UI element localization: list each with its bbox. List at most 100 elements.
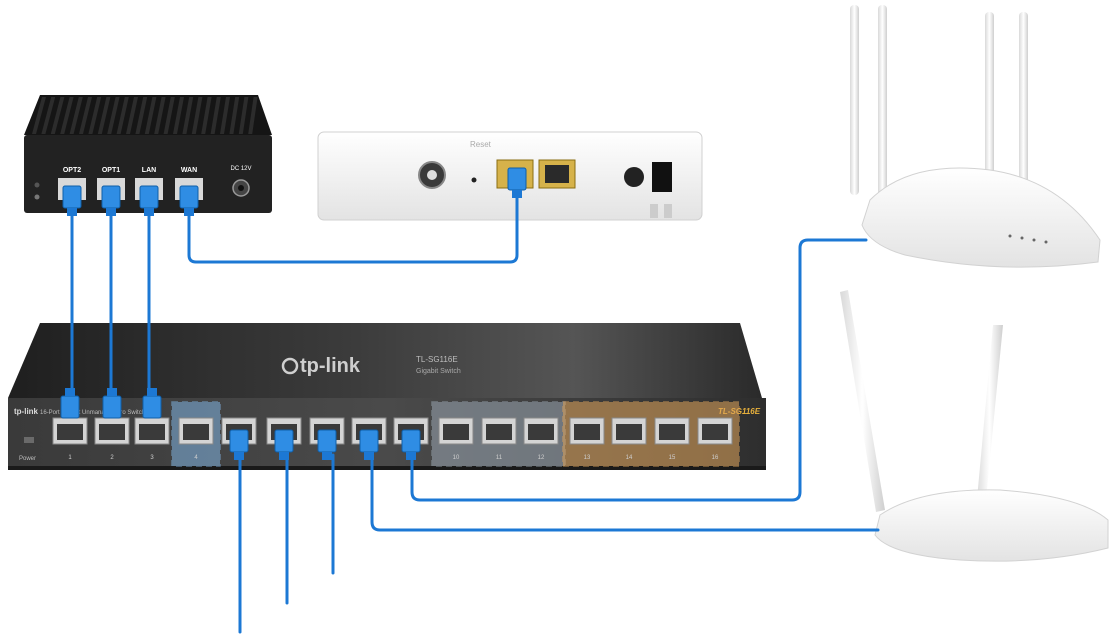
heatsink-fin xyxy=(173,97,184,134)
port-number-label: 11 xyxy=(496,455,503,461)
port-socket xyxy=(574,424,600,440)
heatsink-fin xyxy=(201,97,212,134)
antenna xyxy=(976,325,1003,510)
port-number-label: 15 xyxy=(669,455,676,461)
heatsink-fin xyxy=(248,97,258,134)
port-socket xyxy=(659,424,685,440)
heatsink-fin xyxy=(229,97,240,134)
router-body xyxy=(874,489,1109,562)
heatsink-fin xyxy=(79,97,92,134)
rj45-plug-firewall-wan xyxy=(179,185,199,216)
port-number-label: 16 xyxy=(712,455,719,461)
router-body xyxy=(861,167,1101,268)
port-socket xyxy=(443,424,469,440)
port-socket xyxy=(702,424,728,440)
heatsink-fin xyxy=(69,97,83,134)
power-label: Power xyxy=(19,456,36,462)
antenna xyxy=(840,290,885,512)
port-number-label: 10 xyxy=(453,455,460,461)
antenna xyxy=(850,5,859,195)
port-socket xyxy=(57,424,83,440)
rj45-plug-port-7 xyxy=(317,429,337,460)
heatsink-fin xyxy=(182,97,194,134)
rj45-plug-port-2 xyxy=(102,388,122,419)
heatsink-fin xyxy=(238,97,249,134)
antenna xyxy=(985,12,994,207)
status-led xyxy=(34,194,40,200)
port-socket xyxy=(486,424,512,440)
heatsink-fin xyxy=(32,97,46,134)
port-socket xyxy=(99,424,125,440)
heatsink-fin xyxy=(97,97,111,134)
status-led xyxy=(1044,240,1048,244)
rj45-plug-port-9 xyxy=(401,429,421,460)
rj45-plug-port-6 xyxy=(274,429,294,460)
cable-port8-to-router2 xyxy=(370,453,880,532)
dc-power-label: DC 12V xyxy=(230,166,251,172)
power-button-icon[interactable] xyxy=(624,167,644,187)
port-number-label: 13 xyxy=(584,455,591,461)
heatsink-fin xyxy=(116,97,129,134)
heatsink-fin xyxy=(210,97,221,134)
status-led xyxy=(1020,236,1024,240)
network-switch: tp-link TL-SG116E Gigabit Switch tp-link… xyxy=(8,323,766,470)
port-number-label: 2 xyxy=(110,455,114,461)
status-led xyxy=(1032,238,1036,242)
heatsink-fin xyxy=(88,97,102,134)
cables xyxy=(70,190,880,634)
port-number-label: 12 xyxy=(538,455,545,461)
antenna xyxy=(878,5,887,200)
switch-top-subtitle: Gigabit Switch xyxy=(416,368,461,375)
heatsink-fin xyxy=(220,97,230,134)
port-label-opt1: OPT1 xyxy=(102,167,120,174)
cable-plugs xyxy=(60,167,527,460)
heatsink-fin xyxy=(154,97,166,134)
rj45-plug-port-3 xyxy=(142,388,162,419)
status-led xyxy=(1008,234,1012,238)
heatsink-fin xyxy=(135,97,148,134)
heatsink-fin xyxy=(163,97,175,134)
status-led xyxy=(34,182,40,188)
heatsink-fins xyxy=(32,97,258,134)
heatsink-fin xyxy=(144,97,157,134)
heatsink-fin xyxy=(41,97,56,134)
rj45-plug-port-8 xyxy=(359,429,379,460)
port-socket xyxy=(616,424,642,440)
port-number-label: 4 xyxy=(194,455,198,461)
port-socket xyxy=(139,424,165,440)
antenna xyxy=(1019,12,1028,212)
port-number-label: 14 xyxy=(626,455,633,461)
port-number-label: 1 xyxy=(68,455,72,461)
rj45-plug-firewall-opt2 xyxy=(62,185,82,216)
cable-wan-to-modem xyxy=(187,190,519,264)
switch-top-model: TL-SG116E xyxy=(416,355,458,364)
wifi-router-2-antenna xyxy=(840,290,1109,562)
rj45-plug-firewall-lan xyxy=(139,185,159,216)
switch-top xyxy=(8,323,762,398)
switch-top-brand: tp-link xyxy=(300,355,361,377)
power-socket xyxy=(652,162,672,192)
heatsink-fin xyxy=(107,97,120,134)
switch-front-brand: tp-link xyxy=(14,407,39,416)
wifi-router-4-antenna xyxy=(850,5,1101,268)
cable-port9-to-router1 xyxy=(410,238,868,502)
switch-front-description: 16-Port Gigabit Unmanaged Pro Switch xyxy=(40,410,145,416)
rj45-plug-modem xyxy=(507,167,527,198)
port-label-lan: LAN xyxy=(142,167,156,174)
tp-link-logo-icon xyxy=(281,357,299,375)
heatsink-fin xyxy=(126,97,138,134)
port-socket xyxy=(528,424,554,440)
power-led xyxy=(24,437,34,443)
port-number-label: 3 xyxy=(150,455,154,461)
heatsink-fin xyxy=(60,97,74,134)
reset-label: Reset xyxy=(470,140,492,149)
heatsink-fin xyxy=(50,97,65,134)
rj45-plug-firewall-opt1 xyxy=(101,185,121,216)
reset-pinhole[interactable] xyxy=(471,177,477,183)
port-socket xyxy=(183,424,209,440)
port-label-wan: WAN xyxy=(181,167,197,174)
rj45-plug-port-1 xyxy=(60,388,80,419)
port-label-opt2: OPT2 xyxy=(63,167,81,174)
rj45-plug-port-5 xyxy=(229,429,249,460)
